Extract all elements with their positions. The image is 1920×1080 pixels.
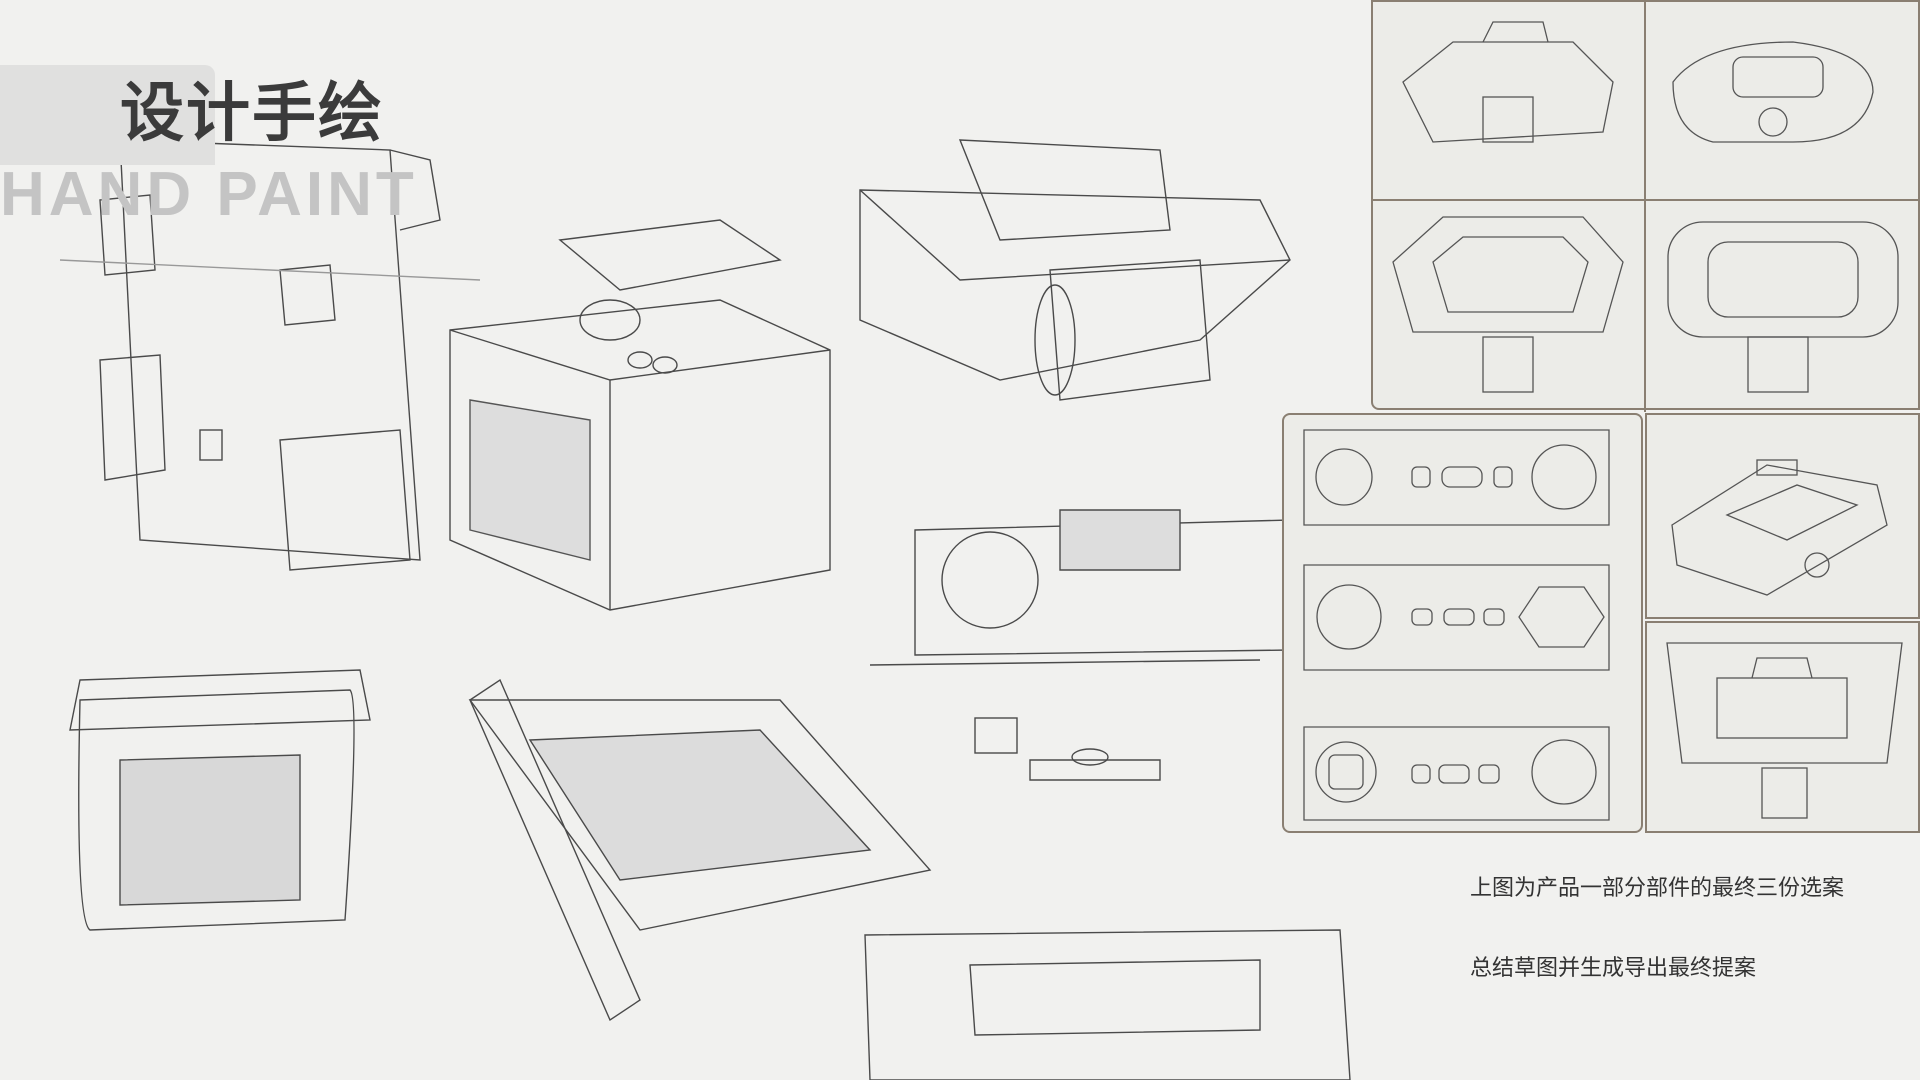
sketch-device-iso (449, 219, 831, 611)
page-title: 设计手绘 (120, 77, 384, 151)
render-top-views (1373, 2, 1920, 412)
sketch-tray (468, 678, 932, 1022)
render-iso-view (1671, 459, 1888, 596)
title-english: HAND PAINT (0, 160, 418, 229)
sketch-control-panel (869, 509, 1291, 781)
render-button-layouts (1303, 429, 1610, 821)
render-panel-buttons (1282, 413, 1643, 833)
note-line-2: 总结草图并生成导出最终提案 (1470, 956, 1757, 981)
render-panel-iso (1645, 413, 1920, 619)
render-panel-front (1645, 621, 1920, 833)
title-backdrop (0, 65, 215, 165)
note-line-1: 上图为产品一部分部件的最终三份选案 (1470, 876, 1845, 901)
render-front-view (1666, 642, 1903, 819)
render-panel-top (1371, 0, 1920, 412)
sketch-tall-case (59, 139, 481, 571)
sketch-front-view (69, 669, 371, 931)
sketch-case-top (859, 139, 1291, 401)
sketch-handle-bottom (864, 929, 1351, 1080)
